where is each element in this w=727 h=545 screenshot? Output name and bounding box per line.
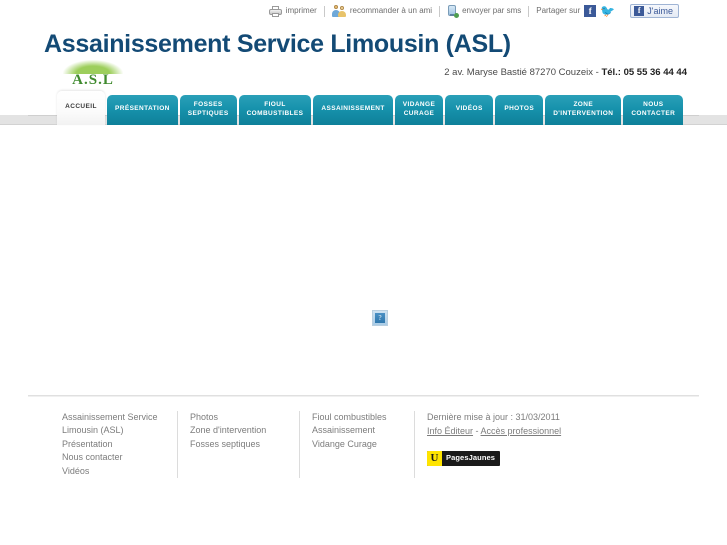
footer-link[interactable]: Vidange Curage (312, 438, 377, 449)
tab-photos[interactable]: PHOTOS (495, 94, 544, 125)
last-update-text: Dernière mise à jour : 31/03/2011 (427, 411, 560, 422)
tab-zone-intervention[interactable]: ZONE D'INTERVENTION (545, 94, 622, 125)
links-dash: - (473, 426, 481, 436)
footer-link[interactable]: Présentation (62, 438, 113, 449)
footer-link[interactable]: Nous contacter (62, 452, 123, 462)
site-footer: Assainissement Service Limousin (ASL) Pr… (0, 397, 727, 479)
footer-link[interactable]: Assainissement Service (62, 411, 158, 422)
recommend-label: recommander à un ami (349, 6, 433, 15)
info-editeur-link[interactable]: Info Éditeur (427, 426, 474, 436)
footer-link[interactable]: Fioul combustibles (312, 411, 387, 422)
sms-label: envoyer par sms (462, 6, 522, 15)
people-icon (331, 5, 346, 17)
footer-link[interactable]: Assainissement (312, 425, 376, 435)
page-content: ? (0, 125, 727, 395)
logo-text: A.S.L (72, 71, 114, 88)
tab-videos[interactable]: VIDÉOS (445, 94, 494, 125)
phone-text: Tél.: 05 55 36 44 44 (601, 66, 687, 78)
recommend-button[interactable]: recommander à un ami (325, 5, 439, 17)
acces-professionnel-link[interactable]: Accès professionnel (480, 426, 562, 436)
tab-fioul-combustibles[interactable]: FIOUL COMBUSTIBLES (238, 94, 312, 125)
contact-info: 2 av. Maryse Bastié 87270 Couzeix - Tél.… (0, 67, 727, 78)
footer-column-2: Photos Zone d'intervention Fosses septiq… (177, 410, 299, 478)
broken-image-icon: ? (372, 309, 388, 326)
asl-logo[interactable]: A.S.L (57, 59, 129, 96)
footer-link[interactable]: Photos (190, 411, 219, 422)
facebook-icon[interactable]: f (584, 5, 597, 17)
broken-image-glyph: ? (375, 312, 385, 323)
twitter-icon[interactable]: 🐦 (600, 3, 616, 18)
sms-icon (447, 5, 460, 18)
tab-vidange-curage[interactable]: VIDANGE CURAGE (394, 94, 444, 125)
leaf-icon (63, 59, 123, 74)
facebook-like-button[interactable]: f J'aime (630, 4, 679, 18)
footer-column-4: Dernière mise à jour : 31/03/2011 Info É… (414, 410, 575, 478)
footer-link[interactable]: Vidéos (62, 465, 90, 476)
contact-separator: - (595, 66, 599, 78)
footer-admin-links: Info Éditeur - Accès professionnel (427, 425, 561, 439)
pagesjaunes-mark-icon: U (427, 450, 442, 466)
print-button[interactable]: imprimer (262, 5, 324, 17)
printer-icon (268, 5, 282, 17)
footer-link[interactable]: Fosses septiques (190, 438, 261, 449)
share-label: Partager sur (536, 6, 581, 15)
footer-column-3: Fioul combustibles Assainissement Vidang… (299, 410, 414, 478)
toolbar-divider (323, 5, 325, 17)
tab-assainissement[interactable]: ASSAINISSEMENT (313, 94, 393, 125)
tab-accueil[interactable]: ACCUEIL (57, 90, 105, 125)
share-group: Partager sur f 🐦 (529, 5, 620, 17)
footer-divider (28, 394, 699, 397)
tab-presentation[interactable]: PRÉSENTATION (107, 94, 178, 125)
pagesjaunes-label: PagesJaunes (446, 453, 496, 463)
toolbar-divider (528, 5, 530, 17)
main-navigation: A.S.L ACCUEIL PRÉSENTATION FOSSES SEPTIQ… (0, 59, 727, 125)
pagesjaunes-logo[interactable]: U PagesJaunes (427, 450, 501, 466)
facebook-icon: f (634, 6, 645, 16)
footer-column-1: Assainissement Service Limousin (ASL) Pr… (62, 411, 177, 479)
page-title: Assainissement Service Limousin (ASL) (44, 30, 511, 58)
sms-button[interactable]: envoyer par sms (440, 5, 528, 18)
footer-link[interactable]: Zone d'intervention (190, 425, 267, 435)
like-label: J'aime (647, 6, 673, 16)
tab-fosses-septiques[interactable]: FOSSES SEPTIQUES (179, 94, 237, 125)
footer-link[interactable]: Limousin (ASL) (62, 425, 124, 435)
tab-nous-contacter[interactable]: NOUS CONTACTER (623, 94, 684, 125)
toolbar-divider (439, 5, 441, 17)
print-label: imprimer (285, 6, 317, 15)
share-toolbar: imprimer recommander à un ami envoyer pa… (0, 0, 727, 22)
address-text: 2 av. Maryse Bastié 87270 Couzeix (444, 66, 593, 78)
tab-list: ACCUEIL PRÉSENTATION FOSSES SEPTIQUES FI… (57, 90, 685, 125)
